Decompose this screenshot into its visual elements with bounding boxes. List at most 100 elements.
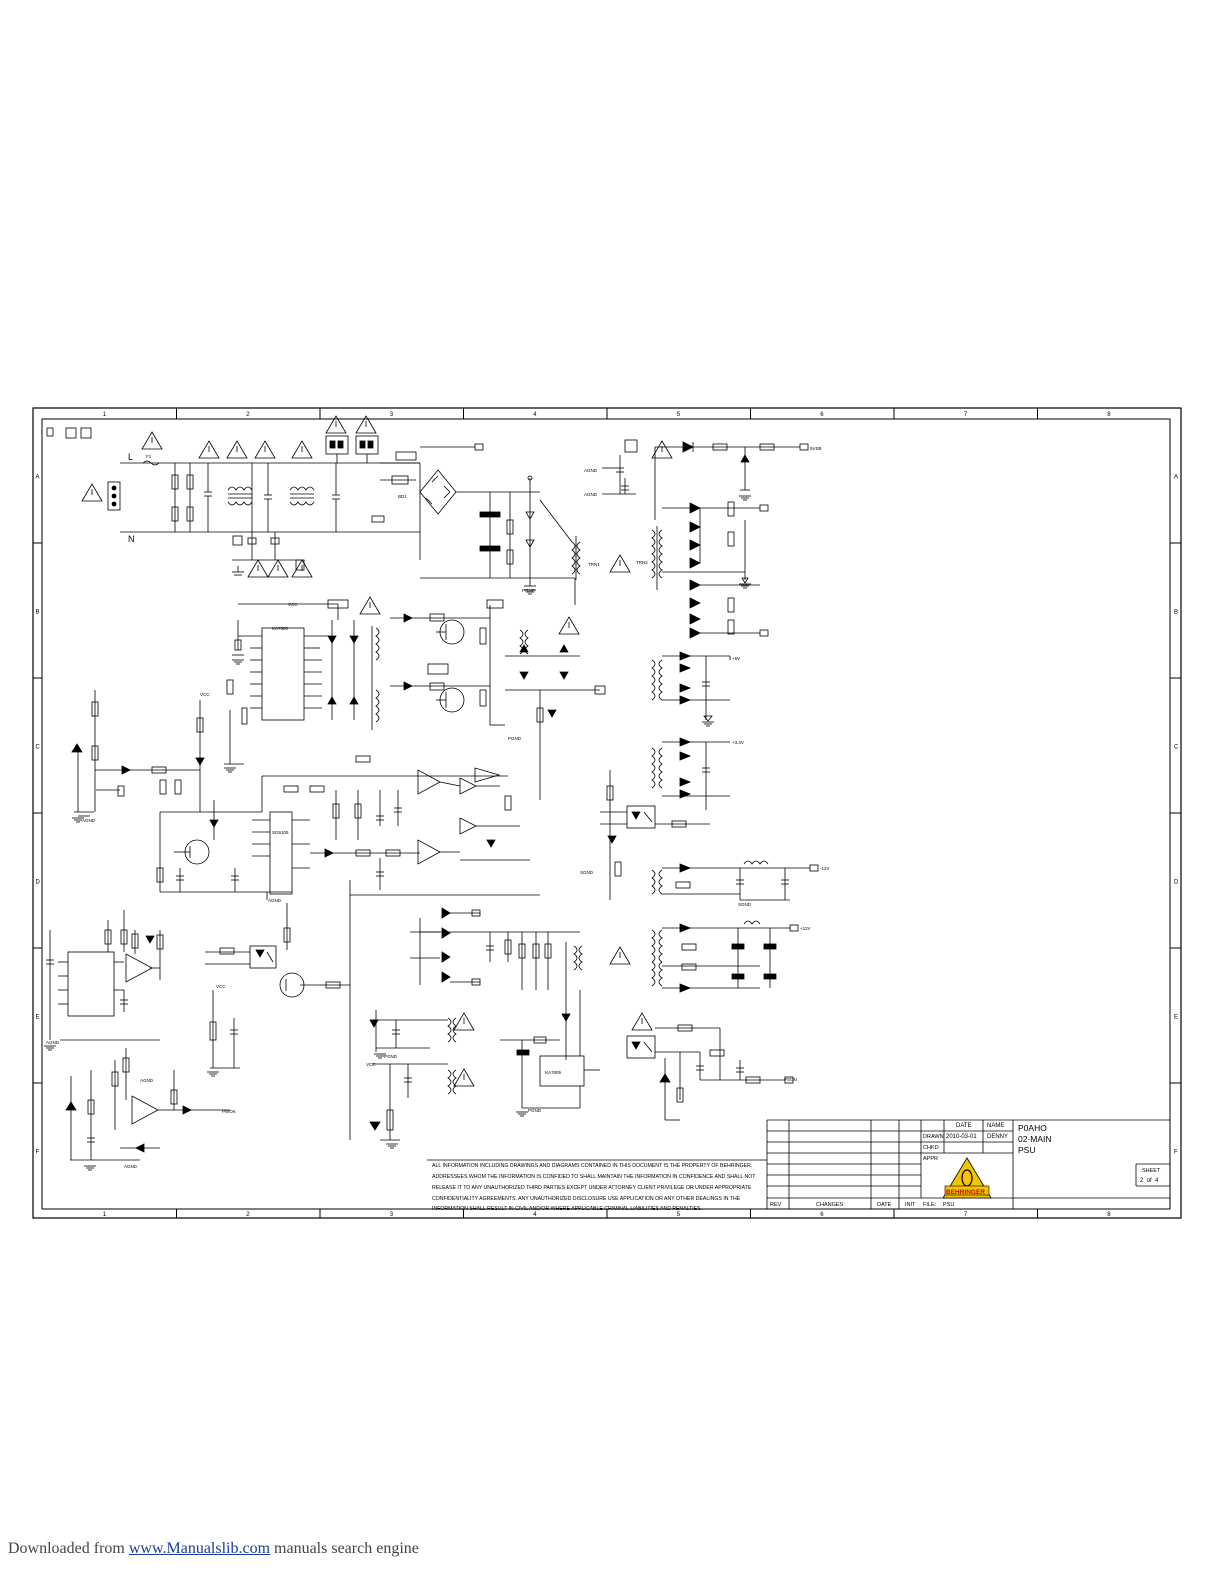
warning-triangle-icon: [291, 440, 313, 459]
warning-triangle-icon: [141, 431, 163, 450]
warning-triangle-icon: [651, 440, 673, 459]
title-row-drawn: DRAWN: [923, 1134, 944, 1140]
transformer-aux-label: TRN2: [636, 560, 648, 565]
grid-column-label: 2: [246, 412, 250, 418]
notice-line-2: ADDRESSEES WHOM THE INFORMATION IS CONFI…: [432, 1174, 756, 1180]
grid-column-label: 1: [103, 1212, 107, 1218]
grid-column-label: 7: [964, 412, 968, 418]
grid-row-label: A: [1174, 475, 1178, 481]
pgnd-label-4: PGND: [528, 1108, 542, 1113]
pson-label: PSON: [784, 1077, 797, 1082]
grid-column-label: 5: [677, 1212, 681, 1218]
pwok-label: PWOK: [222, 1109, 236, 1114]
warning-triangle-icon: [609, 554, 631, 573]
warning-triangle-icon: [226, 440, 248, 459]
footer-link[interactable]: www.Manualslib.com: [128, 1540, 271, 1557]
out-5vsb-label: 5VSB: [810, 446, 822, 451]
supervisor-section: [71, 690, 540, 1140]
sgnd-label-2: SGND: [580, 870, 594, 875]
agnd-label-4: AGND: [268, 898, 282, 903]
agnd-label-1: AGND: [82, 818, 96, 823]
warning-triangle-icon: [558, 616, 580, 635]
grid-marks: [33, 408, 1181, 1218]
grid-column-label: 3: [390, 412, 394, 418]
sheet-label: SHEET: [1142, 1168, 1161, 1174]
sgnd-label-1: SGND: [738, 902, 752, 907]
download-footer: Downloaded from www.Manualslib.com manua…: [8, 1540, 419, 1564]
pgnd-label-1: PGND: [522, 588, 536, 593]
warning-triangle-icon: [247, 559, 269, 578]
outer-border: [32, 407, 1182, 1219]
grid-row-label: D: [36, 880, 41, 886]
grid-column-label: 4: [533, 412, 537, 418]
agnd-label-2: AGND: [584, 468, 598, 473]
ground-symbols: [44, 495, 751, 1171]
grid-row-label: C: [1174, 745, 1179, 751]
vcc-label-3: VCC: [216, 984, 226, 989]
warning-triangle-icon: [609, 946, 631, 965]
vcc-label-2: VCC: [200, 692, 210, 697]
vcc-label-1: VCC: [288, 602, 298, 607]
ic-ctrl-label: KA7500: [272, 626, 289, 631]
warning-triangle-icon: [325, 415, 347, 434]
footer-prefix: Downloaded from: [8, 1540, 125, 1557]
notice-line-1: ALL INFORMATION INCLUDING DRAWINGS AND D…: [432, 1163, 752, 1169]
warning-triangle-icon: [254, 440, 276, 459]
drawn-date: 2010-03-01: [946, 1134, 977, 1140]
grid-row-label: D: [1174, 880, 1179, 886]
pgnd-label-2: PGND: [508, 736, 522, 741]
grid-column-label: 6: [820, 1212, 824, 1218]
grid-column-label: 1: [103, 412, 107, 418]
date-label: DATE: [877, 1202, 892, 1208]
agnd-label-6: AGND: [140, 1078, 154, 1083]
aux-regulator-section: [46, 910, 240, 1161]
warning-triangle-icon: [631, 1012, 653, 1031]
ic-bottom-label: KA7805: [545, 1070, 562, 1075]
grid-column-label: 7: [964, 1212, 968, 1218]
grid-column-label: 4: [533, 1212, 537, 1218]
out-33v-label: +3.3V: [732, 740, 744, 745]
ic-main-label: SG6105: [272, 830, 289, 835]
title-line-2: 02-MAIN: [1018, 1134, 1052, 1144]
secondary-outputs-section: [602, 439, 809, 639]
grid-column-label: 5: [677, 412, 681, 418]
warning-triangle-icon: [453, 1012, 475, 1031]
mounting-tab: [46, 427, 54, 437]
agnd-label-7: AGND: [124, 1164, 138, 1169]
behringer-logo: [942, 1157, 992, 1199]
grid-row-label: E: [1174, 1015, 1178, 1021]
grid-row-label: C: [36, 745, 41, 751]
grid-column-label: 8: [1107, 412, 1111, 418]
rev-label: REV: [770, 1202, 782, 1208]
footer-suffix: manuals search engine: [274, 1540, 419, 1557]
jumper-box-2: [80, 427, 92, 439]
vcc-label-4: VCC: [366, 1062, 376, 1067]
drawn-name: DENNY: [987, 1134, 1008, 1140]
pgnd-label-3: PGND: [384, 1054, 398, 1059]
init-label: INIT: [905, 1202, 916, 1208]
grid-column-label: 6: [820, 412, 824, 418]
title-row-checked: CHKD: [923, 1145, 939, 1151]
fuse-label: F1: [146, 454, 152, 459]
title-line-1: P0AHO: [1018, 1123, 1047, 1133]
notice-line-3: RELEASE IT TO ANY UNAUTHORIZED THIRD PAR…: [432, 1185, 752, 1191]
ac-inlet-connector: [107, 481, 121, 511]
fuse-symbol: [142, 460, 160, 466]
grid-row-label: F: [36, 1150, 40, 1156]
output-rectifiers-section: [600, 651, 819, 993]
bridge-label: BD1: [398, 494, 407, 499]
changes-label: CHANGES: [816, 1202, 844, 1208]
title-row-approved: APPR: [923, 1156, 938, 1162]
file-label: FILE:: [923, 1202, 937, 1208]
grid-column-label: 3: [390, 1212, 394, 1218]
notice-line-5: INFORMATION SHALL RESULT IN CIVIL AND/OR…: [432, 1206, 702, 1212]
sheet-value: 2 of 4: [1140, 1178, 1159, 1184]
grid-row-label: E: [36, 1015, 40, 1021]
warning-triangle-icon: [359, 596, 381, 615]
warning-triangle-icon: [81, 483, 103, 502]
mains-input-section: [46, 427, 484, 576]
grid-row-label: A: [36, 475, 40, 481]
pwm-controller-section: [224, 599, 606, 800]
